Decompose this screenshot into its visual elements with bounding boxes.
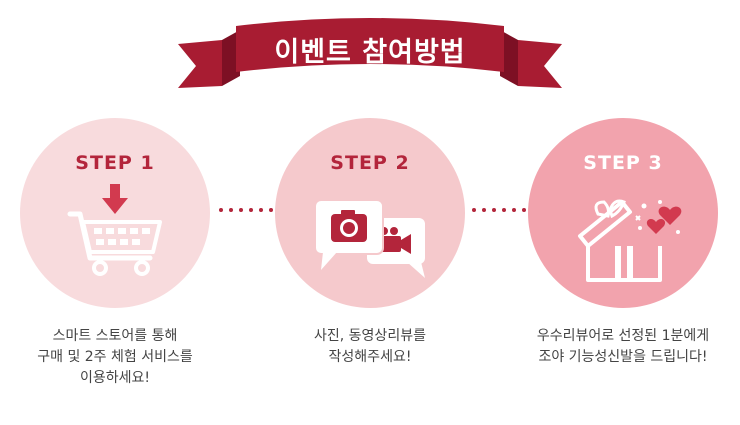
- step-3-label: STEP 3: [583, 152, 663, 174]
- step-2-circle: STEP 2: [275, 118, 465, 308]
- step-2-description: 사진, 동영상리뷰를 작성해주세요!: [250, 326, 490, 368]
- shopping-cart-icon: [67, 184, 162, 276]
- banner-title: 이벤트 참여방법: [274, 37, 466, 68]
- step-3-desc-line-2: 조야 기능성신발을 드립니다!: [538, 349, 708, 365]
- dots-connector-1: [219, 208, 273, 214]
- step-1-desc-line-3: 이용하세요!: [79, 370, 150, 386]
- step-1-description: 스마트 스토어를 통해 구매 및 2주 체험 서비스를 이용하세요!: [0, 326, 235, 389]
- step-1-desc-line-2: 구매 및 2주 체험 서비스를: [37, 349, 193, 365]
- step-3-circle: STEP 3: [528, 118, 718, 308]
- step-2-desc-line-1: 사진, 동영상리뷰를: [314, 328, 426, 344]
- step-2-desc-line-2: 작성해주세요!: [328, 349, 412, 365]
- step-3-description: 우수리뷰어로 선정된 1분에게 조야 기능성신발을 드립니다!: [503, 326, 740, 368]
- photo-video-bubbles-icon: [314, 199, 425, 278]
- step-1-desc-line-1: 스마트 스토어를 통해: [52, 328, 178, 344]
- step-2-label: STEP 2: [330, 152, 410, 174]
- ribbon-shape: [178, 18, 562, 88]
- dots-connector-2: [472, 208, 526, 214]
- step-1-circle: STEP 1: [20, 118, 210, 308]
- event-banner: 이벤트 참여방법: [0, 0, 740, 110]
- step-1-label: STEP 1: [75, 152, 155, 174]
- gift-box-icon: [578, 199, 682, 282]
- step-3-desc-line-1: 우수리뷰어로 선정된 1분에게: [536, 328, 710, 344]
